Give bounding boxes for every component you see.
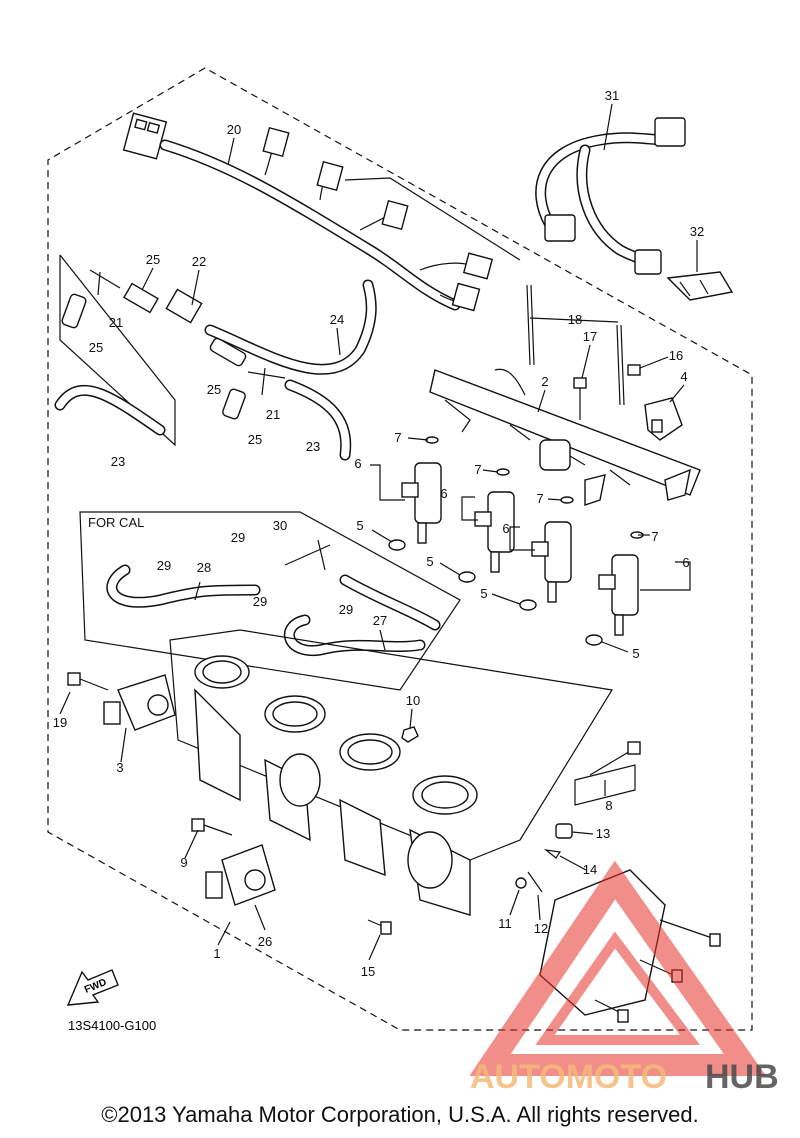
- callout-21: 21: [266, 407, 280, 422]
- callout-31: 31: [605, 88, 619, 103]
- callout-5: 5: [356, 518, 363, 533]
- callout-6: 6: [354, 456, 361, 471]
- sub-harness-31: [535, 117, 686, 275]
- callout-7: 7: [474, 462, 481, 477]
- throttle-body-1: [169, 629, 613, 916]
- fuel-rail-2: [429, 368, 701, 506]
- screw-15: [367, 919, 392, 935]
- for-cal-box: [79, 511, 461, 691]
- callout-25: 25: [207, 382, 221, 397]
- callout-17: 17: [583, 329, 597, 344]
- callout-7: 7: [394, 430, 401, 445]
- callout-21: 21: [109, 315, 123, 330]
- watermark-brand-part2: HUB: [705, 1058, 779, 1096]
- sensor-4: [627, 364, 683, 441]
- callout-4: 4: [680, 369, 687, 384]
- callout-9: 9: [180, 855, 187, 870]
- callout-23: 23: [111, 454, 125, 469]
- callout-10: 10: [406, 693, 420, 708]
- callout-18: 18: [568, 312, 582, 327]
- callout-22: 22: [192, 254, 206, 269]
- callout-6: 6: [682, 555, 689, 570]
- callout-29: 29: [157, 558, 171, 573]
- washer-11: [515, 877, 527, 889]
- callout-1: 1: [213, 946, 220, 961]
- callout-3: 3: [116, 760, 123, 775]
- callout-16: 16: [669, 348, 683, 363]
- nut-10: [401, 726, 419, 743]
- callout-25: 25: [89, 340, 103, 355]
- callout-11: 11: [498, 916, 512, 931]
- automotohub-watermark: [469, 860, 767, 1076]
- callout-19: 19: [53, 715, 67, 730]
- wire-harness-20: [122, 112, 521, 312]
- bolt-8: [574, 741, 641, 806]
- callout-25: 25: [248, 432, 262, 447]
- injector-6c: [519, 496, 574, 611]
- callout-26: 26: [258, 934, 272, 949]
- callout-2: 2: [541, 374, 548, 389]
- callout-5: 5: [426, 554, 433, 569]
- callout-5: 5: [632, 646, 639, 661]
- callout-15: 15: [361, 964, 375, 979]
- callout-12: 12: [534, 921, 548, 936]
- callout-29: 29: [253, 594, 267, 609]
- injector-6b: [458, 468, 515, 583]
- screw-9: [191, 818, 233, 836]
- hose-group-left: [54, 254, 377, 461]
- bolt-19: [67, 672, 109, 691]
- callout-13: 13: [596, 826, 610, 841]
- injector-6a: [388, 436, 442, 551]
- callout-30: 30: [273, 518, 287, 533]
- callout-29: 29: [231, 530, 245, 545]
- callout-7: 7: [651, 529, 658, 544]
- zip-tie-18a: [526, 284, 535, 366]
- callout-29: 29: [339, 602, 353, 617]
- fitting-13: [555, 823, 573, 839]
- sensor-26: [205, 844, 276, 906]
- callout-28: 28: [197, 560, 211, 575]
- callout-25: 25: [146, 252, 160, 267]
- fwd-arrow-icon: FWD: [66, 969, 119, 1006]
- sensor-3: [103, 674, 176, 731]
- callout-6: 6: [502, 521, 509, 536]
- pin-12: [527, 871, 543, 893]
- copyright-notice: ©2013 Yamaha Motor Corporation, U.S.A. A…: [101, 1102, 699, 1127]
- watermark-brand-part1: AUTOMOTO: [470, 1058, 667, 1096]
- bolt-17: [573, 377, 587, 420]
- callout-27: 27: [373, 613, 387, 628]
- callout-23: 23: [306, 439, 320, 454]
- callout-8: 8: [605, 798, 612, 813]
- callout-5: 5: [480, 586, 487, 601]
- injector-6d: [585, 531, 644, 646]
- leader-lines: [59, 103, 698, 961]
- callout-24: 24: [330, 312, 344, 327]
- callout-20: 20: [227, 122, 241, 137]
- callout-7: 7: [536, 491, 543, 506]
- clip-14: [543, 849, 562, 859]
- watermark-triangle-icon: [469, 860, 767, 1076]
- for-cal-label: FOR CAL: [88, 515, 144, 530]
- callout-14: 14: [583, 862, 597, 877]
- drawing-code: 13S4100-G100: [68, 1018, 156, 1033]
- callout-6: 6: [440, 486, 447, 501]
- callout-32: 32: [690, 224, 704, 239]
- assembly-boundary: [47, 67, 753, 1031]
- clip-32: [666, 271, 734, 301]
- zip-tie-18b: [616, 324, 625, 406]
